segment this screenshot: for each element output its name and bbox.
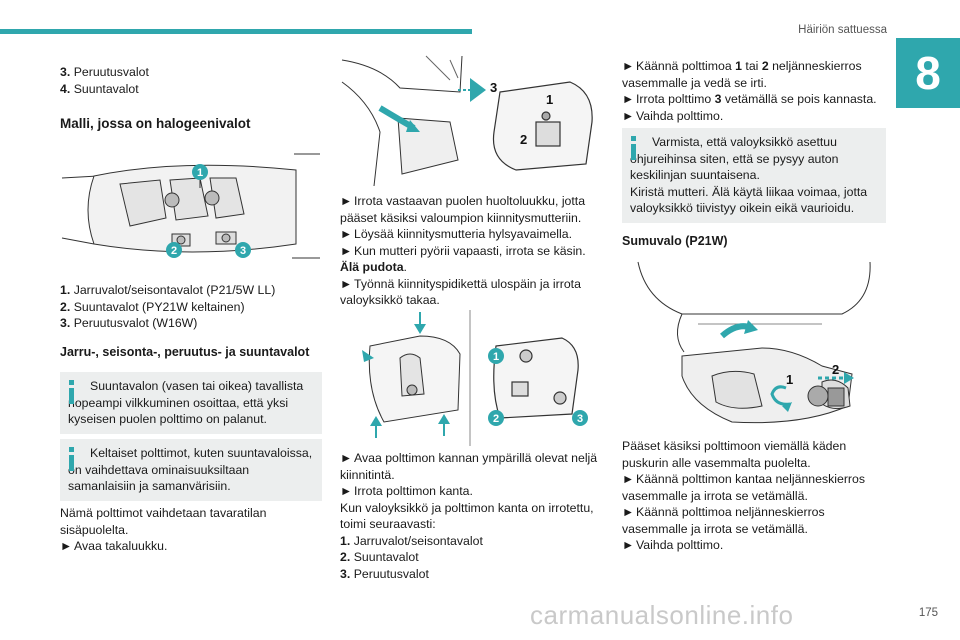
info-box: Keltaiset polttimot, kuten suuntavaloiss… [60, 439, 322, 501]
figure-label: 3 [490, 80, 497, 95]
col1-para: Nämä polttimot vaihdetaan tavaratilan si… [60, 505, 322, 555]
list-item: Peruutusvalot (W16W) [73, 316, 198, 330]
callout-label: 2 [493, 413, 499, 425]
step-text: Avaa takaluukku. [74, 539, 168, 553]
arrow-icon: ► [340, 451, 353, 465]
callout-label: 1 [493, 351, 499, 363]
step-text: Löysää kiinnitysmutteria hylsyavaimella. [354, 227, 573, 241]
col2-steps-c: ►Avaa polttimon kannan ympärillä olevat … [340, 450, 602, 582]
list-num: 3. [60, 316, 71, 330]
info-box: Suuntavalon (vasen tai oikea) tavallista… [60, 372, 322, 434]
lamp-unit-figure: 1 2 3 [362, 310, 588, 446]
arrow-icon: ► [340, 194, 353, 208]
list-num: 4. [60, 81, 71, 96]
list-num: 1. [340, 533, 351, 548]
arrow-icon: ► [340, 227, 353, 241]
chapter-number: 8 [915, 47, 941, 99]
info-text: Kiristä mutteri. Älä käytä liikaa voimaa… [630, 184, 868, 216]
col3-fog-steps: Pääset käsiksi polttimoon viemällä käden… [622, 438, 888, 554]
info-box: Varmista, että valoyksikkö asettuu ohjur… [622, 128, 886, 223]
paragraph: Nämä polttimot vaihdetaan tavaratilan si… [60, 506, 267, 537]
step-text: Työnnä kiinnityspidikettä ulospäin ja ir… [340, 276, 581, 308]
step-ref: 1 [735, 59, 742, 73]
arrow-icon: ► [622, 92, 635, 106]
info-text: Varmista, että valoyksikkö asettuu ohjur… [630, 135, 839, 182]
arrow-icon: ► [622, 108, 635, 123]
header-accent-bar [0, 29, 472, 34]
step-text: Irrota polttimon kanta. [354, 484, 473, 498]
step-text: Avaa polttimon kannan ympärillä olevat n… [340, 451, 598, 482]
list-item: Suuntavalot [353, 550, 419, 564]
callout-label: 2 [171, 245, 177, 257]
arrow-icon: ► [622, 505, 635, 519]
step-text: Irrota vastaavan puolen huoltoluukku, jo… [340, 194, 586, 225]
info-text: Suuntavalon (vasen tai oikea) tavallista… [68, 379, 304, 426]
col1-list-b: 1. Jarruvalot/seisontavalot (P21/5W LL) … [60, 282, 322, 332]
info-icon [69, 380, 74, 404]
heading-fog-light: Sumuvalo (P21W) [622, 234, 728, 248]
list-num: 3. [340, 566, 351, 581]
callout-label: 3 [577, 413, 583, 425]
page-number: 175 [918, 607, 938, 619]
step-text: Käännä polttimon kantaa neljänneskierros… [622, 472, 866, 503]
step-text: vetämällä se pois kannasta. [721, 92, 877, 106]
figure-label: 1 [786, 372, 793, 387]
paragraph: Kun valoyksikkö ja polttimon kanta on ir… [340, 500, 594, 532]
callout-label: 3 [240, 245, 246, 257]
col1-list-a: 3. Peruutusvalot 4. Suuntavalot [60, 64, 322, 97]
warning-text: Älä pudota [340, 260, 404, 274]
callout-3 [235, 242, 251, 258]
arrow-icon: ► [340, 484, 353, 498]
step-text: tai [741, 59, 762, 73]
info-text: Keltaiset polttimot, kuten suuntavaloiss… [68, 446, 313, 493]
step-text: Käännä polttimoa neljänneskierros vasemm… [622, 505, 825, 536]
info-icon [631, 136, 636, 160]
list-num: 2. [60, 299, 71, 314]
list-num: 1. [60, 283, 71, 297]
step-text: Vaihda polttimo. [636, 538, 724, 552]
info-icon [69, 447, 74, 471]
figure-label: 2 [520, 132, 527, 147]
figure-label: 2 [832, 362, 839, 377]
step-ref: 2 [761, 59, 769, 73]
fog-light-figure: 1 2 [637, 261, 871, 424]
list-num: 3. [60, 65, 71, 79]
step-text: Irrota polttimo [636, 92, 715, 106]
list-item: Jarruvalot/seisontavalot [353, 533, 483, 548]
chapter-tab: 8 [896, 38, 960, 108]
rear-lamp-figure: 1 2 3 [61, 153, 320, 259]
paragraph: Pääset käsiksi polttimoon viemällä käden… [622, 439, 847, 470]
step-text: Kun mutteri pyörii vapaasti, irrota se k… [354, 243, 586, 258]
heading-brake-lights: Jarru-, seisonta-, peruutus- ja suuntava… [60, 345, 310, 359]
arrow-icon: ► [622, 472, 635, 486]
heading-halogen: Malli, jossa on halogeenivalot [60, 116, 251, 131]
watermark: carmanualsonline.info [530, 600, 794, 630]
list-num: 2. [340, 550, 351, 564]
callout-1 [192, 164, 208, 180]
arrow-icon: ► [622, 59, 635, 73]
list-item: Suuntavalot (PY21W keltainen) [73, 299, 245, 314]
step-text: Käännä polttimoa [636, 59, 736, 73]
arrow-icon: ► [622, 538, 635, 552]
col3-steps: ►Käännä polttimoa 1 tai 2 neljänneskierr… [622, 58, 888, 124]
step-text: neljänneskierros vasemmalle ja vedä se i… [622, 59, 862, 90]
step-ref: 3 [714, 92, 722, 106]
col2-steps-a: ►Irrota vastaavan puolen huoltoluukku, j… [340, 194, 586, 308]
list-item: Peruutusvalot [353, 566, 429, 581]
callout-label: 1 [197, 167, 203, 179]
arrow-icon: ► [60, 539, 73, 553]
arrow-icon: ► [340, 276, 353, 291]
arrow-icon: ► [340, 243, 353, 258]
figure-label: 1 [546, 92, 553, 107]
trunk-access-figure: 3 1 2 [341, 55, 593, 186]
callout-2 [166, 242, 182, 258]
section-title: Häiriön sattuessa [798, 24, 887, 36]
list-item: Peruutusvalot [73, 65, 149, 79]
list-item: Jarruvalot/seisontavalot (P21/5W LL) [73, 283, 276, 297]
list-item: Suuntavalot [73, 81, 139, 96]
step-text: Vaihda polttimo. [636, 108, 724, 123]
